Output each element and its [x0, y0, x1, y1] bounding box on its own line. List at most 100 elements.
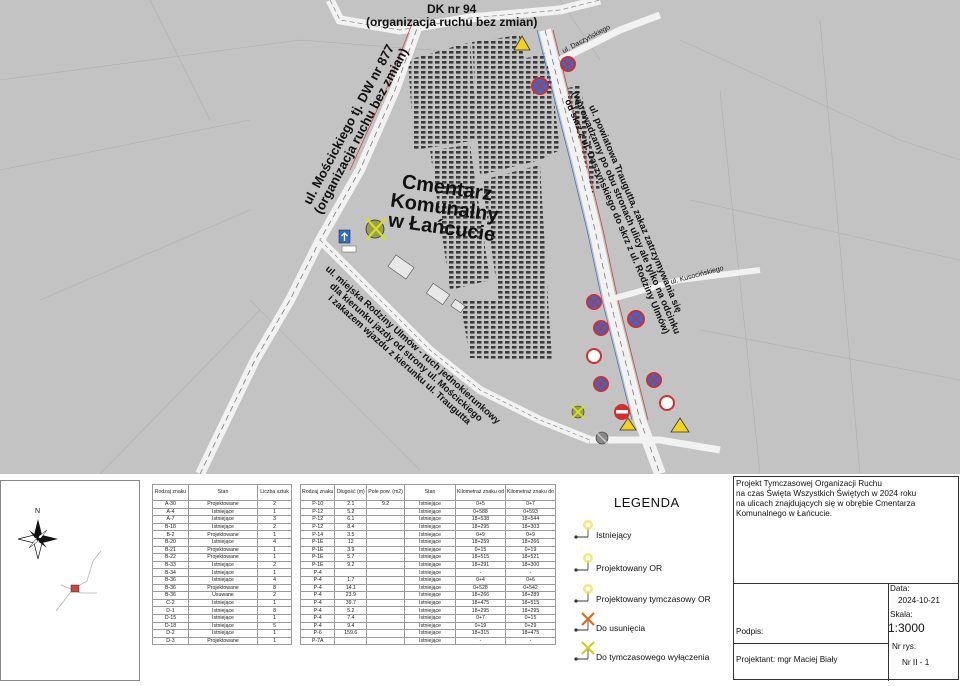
table-cell: 18+475 — [504, 629, 557, 638]
legend-title: LEGENDA — [614, 495, 680, 510]
table-cell: Istniejące — [187, 568, 259, 577]
table-cell: P-4 — [299, 613, 336, 623]
table-cell: 2.1 — [334, 500, 368, 509]
table-cell — [334, 568, 368, 577]
legend-label-0: Istniejący — [596, 530, 632, 540]
table-cell: 1 — [257, 545, 292, 555]
table-cell: 3.9 — [334, 545, 368, 555]
col-liczba: Liczba sztuk — [257, 484, 292, 501]
table-cell: 0+7 — [504, 500, 557, 509]
table-cell: Projektowane — [187, 530, 259, 539]
label-dk94-line1: DK nr 94 — [427, 2, 477, 16]
overview-box: N — [0, 480, 140, 681]
table-cell: P-12 — [299, 522, 336, 532]
table-cell: 18+515 — [504, 598, 557, 608]
project-line2: na czas Święta Wszystkich Świętych w 202… — [736, 489, 917, 498]
table-cell: B-18 — [152, 522, 189, 532]
table-cell: P-4 — [299, 591, 336, 600]
table-cell: 14.1 — [334, 583, 368, 593]
table-cell: Projektowane — [187, 553, 259, 562]
compass-north-label: N — [35, 508, 41, 515]
projektant-label: Projektant: mgr Maciej Biały — [736, 655, 838, 664]
table-cell: 1 — [257, 629, 292, 638]
data-label: Data: — [890, 584, 910, 593]
sign-no-stopping-crosses — [533, 58, 660, 390]
col-km-do: Kilometraż znaku do — [504, 484, 557, 501]
table-cell: 2 — [257, 522, 292, 532]
table-cell: P-4 — [299, 598, 336, 608]
table-cell — [366, 575, 406, 585]
table-cell — [366, 591, 406, 600]
legend-symbol-4 — [574, 641, 595, 661]
table-cell: P-1E — [299, 560, 336, 570]
table-cell: B-33 — [152, 560, 189, 570]
sign-table-header: Rodzaj znaku Stan Liczba sztuk — [152, 484, 292, 501]
table-cell: - — [504, 636, 557, 646]
project-line4: Komunalnego w Łańcucie. — [736, 509, 833, 518]
table-cell: 18+303 — [504, 522, 557, 532]
legend-symbol-1 — [574, 553, 593, 572]
skala-label: Skala: — [890, 610, 913, 619]
table-cell: - — [454, 568, 506, 577]
legend-label-4: Do tymczasowego wyłączenia — [596, 652, 710, 662]
table-cell: 5.2 — [334, 606, 368, 615]
col-dlugosc: Długość (m) — [334, 484, 368, 501]
table-cell: - — [504, 568, 557, 577]
table-cell: 18+266 — [504, 537, 557, 547]
table-cell: Istniejące — [404, 583, 456, 593]
table-cell: P-4 — [299, 575, 336, 585]
table-cell — [366, 621, 406, 631]
table-cell: 9.2 — [366, 500, 406, 509]
table-cell: 9.2 — [334, 560, 368, 570]
table-cell: 1 — [257, 636, 292, 646]
title-divider-vertical — [888, 583, 889, 681]
table-cell: 18+475 — [454, 598, 506, 608]
table-cell: 18+300 — [504, 560, 557, 570]
table-cell: 0+15 — [454, 545, 506, 555]
skala-value: 1:3000 — [888, 621, 925, 635]
table-cell: 1 — [257, 613, 292, 623]
table-cell: Istniejące — [404, 606, 456, 615]
marking-table-header: Rodzaj znaku Długość (m) Pole pow. (m2) … — [299, 484, 557, 501]
table-cell: Istniejące — [404, 591, 456, 600]
legend-symbol-3 — [574, 612, 595, 632]
table-cell: P-10 — [299, 500, 336, 509]
table-cell: 18+259 — [454, 537, 506, 547]
table-cell: 2 — [257, 560, 292, 570]
table-cell: Istniejące — [404, 598, 456, 608]
table-cell: P-6 — [299, 629, 336, 638]
table-cell: 5 — [257, 621, 292, 631]
nrrys-label: Nr rys. — [892, 642, 917, 651]
table-cell: P-14 — [299, 530, 336, 539]
table-cell: 18+295 — [454, 522, 506, 532]
table-cell: Istniejące — [187, 613, 259, 623]
project-description: Projekt Tymczasowej Organizacji Ruchu na… — [736, 479, 916, 519]
table-cell: 18+289 — [504, 591, 557, 600]
table-cell: 3 — [257, 515, 292, 524]
table-cell — [366, 522, 406, 532]
sign-temporary-disabled — [365, 217, 610, 446]
col-stan2: Stan — [404, 484, 456, 501]
cemetery-buildings — [387, 254, 466, 314]
table-cell — [366, 629, 406, 638]
table-cell: A-7 — [152, 515, 189, 524]
table-cell: 0+9 — [504, 530, 557, 539]
site-map[interactable]: DK nr 94 (organizacja ruchu bez zmian) u… — [0, 0, 960, 474]
